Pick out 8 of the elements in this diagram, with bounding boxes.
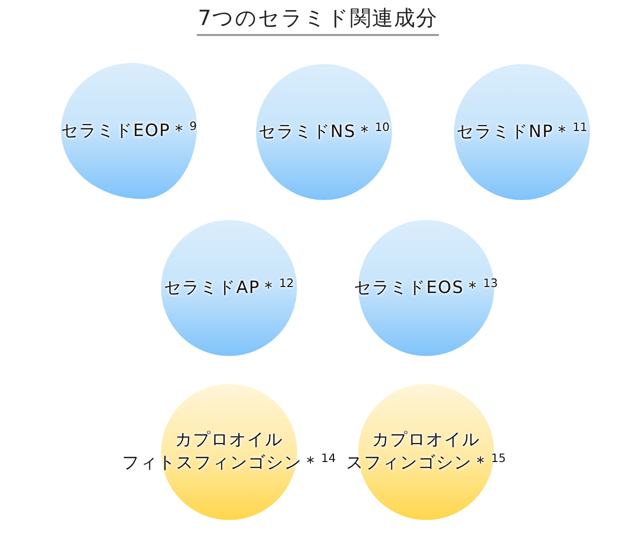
- ingredient-label: セラミドEOS＊$^{13}$: [354, 276, 498, 300]
- ingredient-label: カプロオイルフィトスフィンゴシン＊$^{14}$: [122, 429, 336, 475]
- ingredient-label: セラミドNS＊$^{10}$: [258, 120, 390, 144]
- title: 7つのセラミド関連成分: [196, 5, 440, 36]
- ingredient-label: カプロオイルスフィンゴシン＊$^{15}$: [346, 429, 506, 475]
- ingredient-label: セラミドNP＊$^{11}$: [456, 120, 588, 144]
- ingredient-label: セラミドEOP＊$^{9}$: [61, 120, 197, 142]
- ingredient-label: セラミドAP＊$^{12}$: [164, 276, 294, 300]
